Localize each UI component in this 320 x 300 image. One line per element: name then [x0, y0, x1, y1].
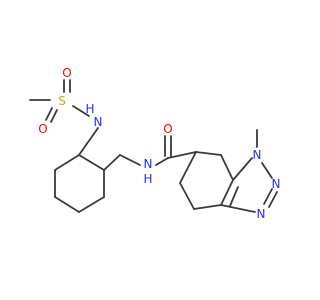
bond-s-o-lower-b — [50, 109, 58, 123]
bond-ring-c4-c5 — [54, 196, 80, 213]
atom-sulfur: S — [58, 94, 66, 108]
bond-amide-n-carbonyl-c — [155, 157, 169, 166]
atom-labels: O S O H N O N H N N N — [38, 66, 280, 221]
atom-o-sulfonyl-lower: O — [38, 122, 47, 136]
bond-ring2-e — [179, 182, 195, 210]
atom-triazole-n1: N — [253, 148, 262, 162]
atom-triazole-n3: N — [257, 207, 266, 221]
bond-ring-c6-c1 — [54, 154, 80, 171]
bond-carbonyl-ring — [167, 151, 197, 159]
bond-ring2-c — [220, 179, 234, 206]
atom-sulfonamide-h: H — [85, 102, 94, 116]
bonds — [29, 79, 278, 213]
bond-ring2-a — [195, 151, 222, 156]
bond-triazole-n2-n3-b — [268, 191, 278, 208]
bond-fused-double — [229, 186, 239, 207]
atom-amide-n: N — [144, 157, 153, 171]
atom-amide-h: H — [143, 172, 152, 186]
bond-ring-c1-c2 — [78, 154, 105, 171]
bond-triazole-n3-c — [220, 204, 256, 213]
bond-sulfur-nitrogen — [72, 105, 90, 117]
bond-s-o-lower-a — [45, 107, 53, 121]
structure-svg: O S O H N O N H N N N — [29, 66, 280, 221]
bond-ring2-b — [220, 154, 234, 181]
atom-sulfonamide-n: N — [94, 115, 103, 129]
bond-ring2-d — [193, 204, 222, 210]
bond-ch2-amide-n — [119, 154, 141, 166]
bond-ring2-f — [179, 151, 197, 184]
bond-triazole-n2-n3-a — [263, 188, 273, 205]
bond-c2-ch2 — [103, 154, 121, 171]
atom-o-carbonyl: O — [163, 122, 172, 136]
atom-triazole-n2: N — [272, 177, 281, 191]
bond-ring-c3-c4 — [78, 196, 105, 213]
bond-triazole-n1-n2 — [261, 162, 273, 179]
bond-nitrogen-c1 — [78, 127, 99, 156]
bond-triazole-c-n1 — [232, 157, 253, 181]
atom-o-sulfonyl-upper: O — [62, 66, 71, 80]
molecule-diagram: O S O H N O N H N N N — [29, 66, 280, 221]
